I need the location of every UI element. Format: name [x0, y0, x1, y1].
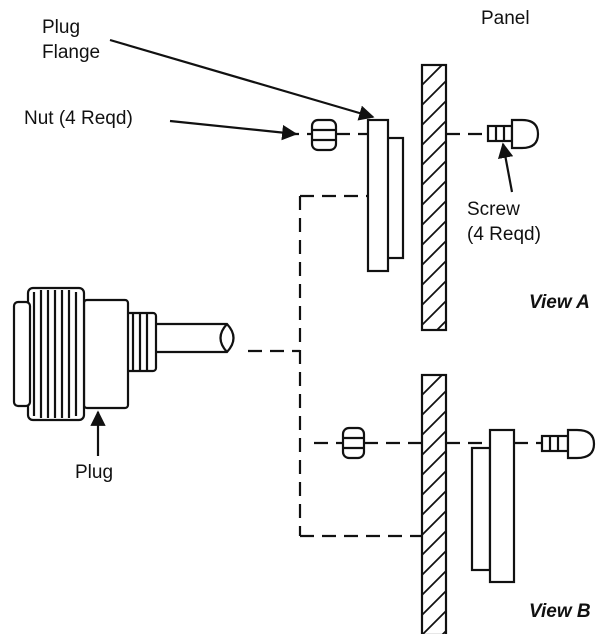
panel-label: Panel	[481, 8, 530, 29]
plug-flange-label-line2: Flange	[42, 42, 100, 63]
dashed-alignment-lines	[248, 132, 542, 538]
screw-leader-arrow	[497, 142, 514, 193]
nut-leader-arrow	[169, 119, 298, 141]
panel-hatch-view-a	[422, 65, 446, 330]
nut-label: Nut (4 Reqd)	[24, 108, 133, 129]
plug-flange-view-a	[366, 118, 390, 273]
screw-shank-view-b	[540, 434, 570, 453]
view-b-assembly	[341, 373, 596, 634]
screw-head-view-a	[510, 118, 540, 150]
screw-label-line2: (4 Reqd)	[467, 224, 541, 245]
screw-label-line1: Screw	[467, 199, 520, 220]
plug-label: Plug	[75, 462, 113, 483]
screw-shank-view-a	[486, 124, 514, 143]
knurl-lines	[32, 290, 78, 418]
screw-head-view-b	[566, 428, 596, 460]
nut-view-a	[310, 118, 338, 152]
cable	[153, 322, 235, 354]
flange-boss-view-a	[385, 136, 405, 260]
plug-flange-view-b	[488, 428, 516, 584]
plug-flange-leader-arrow	[109, 38, 375, 121]
plug-flange-label-line1: Plug	[42, 17, 80, 38]
plug-front-lip	[12, 300, 32, 408]
flange-boss-view-b	[470, 446, 492, 572]
panel-hatch-view-b	[422, 375, 446, 634]
plug-body	[82, 298, 130, 410]
view-a-label: View A	[529, 292, 590, 313]
plug-connector	[12, 286, 235, 422]
view-a-assembly	[310, 63, 540, 332]
nut-view-b	[341, 426, 366, 460]
view-b-label: View B	[529, 601, 591, 622]
